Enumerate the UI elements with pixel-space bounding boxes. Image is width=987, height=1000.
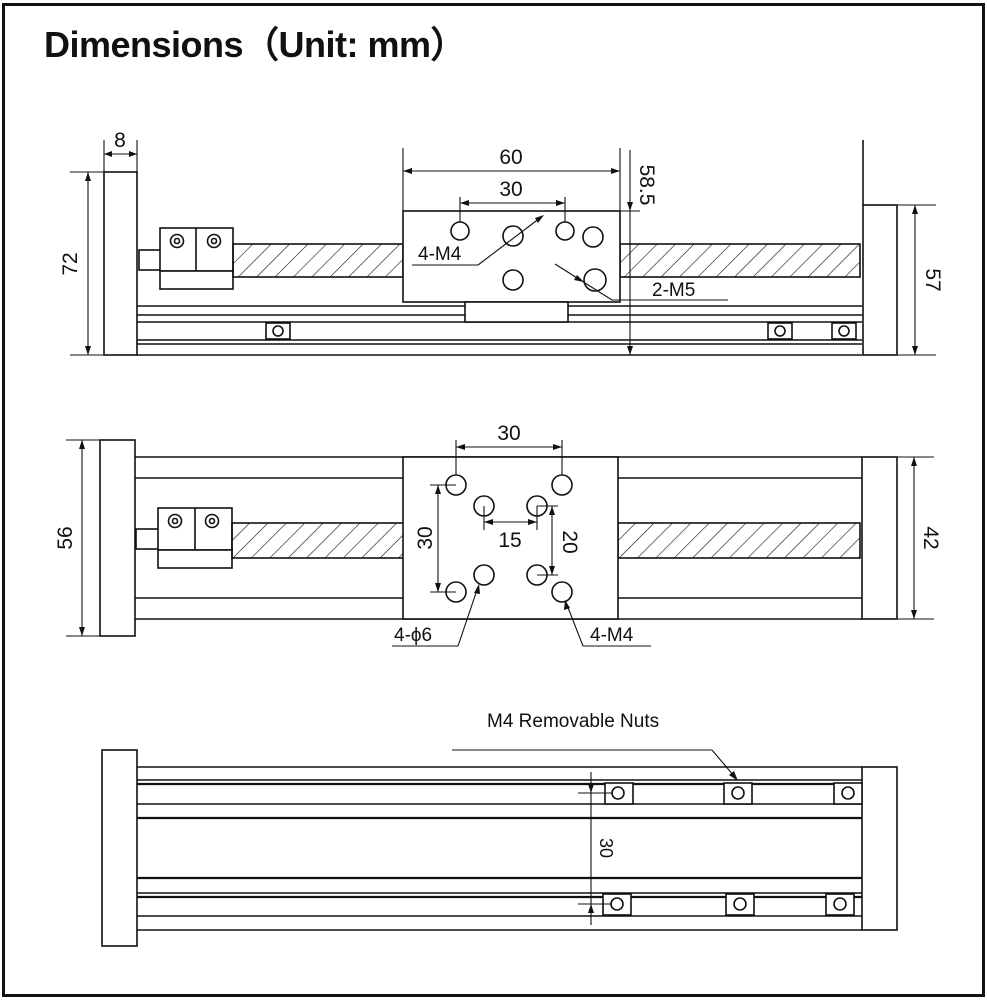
leader-4-m4: 4-M4: [412, 215, 544, 266]
drawing-frame: [2, 3, 985, 997]
removable-nut: [725, 893, 755, 916]
label-4-phi6: 4-ϕ6: [394, 625, 432, 646]
bottom-view: M4 Removable Nuts 30: [101, 711, 898, 947]
label-4-m4: 4-M4: [590, 625, 634, 646]
left-end-plate: [103, 171, 138, 356]
right-end-plate: [862, 204, 898, 356]
phi6-hole: [473, 564, 495, 586]
m5-hole: [502, 269, 524, 291]
dim-30-label: 30: [414, 526, 437, 549]
dim-72: 72: [59, 171, 137, 356]
leader-2-m5: 2-M5: [554, 263, 728, 301]
dim-72-label: 72: [59, 252, 82, 275]
label-4-m4: 4-M4: [418, 244, 462, 265]
dim-60: 60: [402, 146, 621, 211]
removable-nut: [604, 782, 634, 805]
dim-56: 56: [54, 439, 100, 637]
removable-nut: [833, 782, 863, 805]
leader-m4-nuts: M4 Removable Nuts: [452, 711, 738, 781]
dim-57: 57: [897, 204, 944, 356]
dim-42-label: 42: [919, 526, 942, 549]
middle-view: 30 56 42 30: [54, 422, 942, 647]
lead-screw-left: [231, 522, 405, 559]
dim-58-5: 58.5: [620, 150, 658, 355]
right-end-plate: [861, 766, 898, 931]
dim-56-label: 56: [54, 526, 77, 549]
lead-screw-right: [617, 522, 861, 559]
m4-hole: [551, 581, 573, 603]
lead-screw-left: [232, 243, 404, 278]
label-m4-removable-nuts: M4 Removable Nuts: [487, 711, 659, 732]
lead-screw-right: [619, 243, 861, 278]
dim-60-label: 60: [499, 146, 522, 169]
dim-30-label: 30: [596, 838, 616, 858]
dim-30-label: 30: [497, 422, 520, 445]
removable-nut: [602, 893, 632, 916]
removable-nut: [723, 782, 753, 805]
label-2-m5: 2-M5: [652, 280, 695, 301]
m4-hole: [450, 221, 470, 241]
dim-58-5-label: 58.5: [635, 165, 658, 206]
leader-4-phi6: 4-ϕ6: [392, 584, 480, 647]
leader-4-m4-middle: 4-M4: [564, 600, 651, 647]
removable-nut: [825, 893, 855, 916]
dim-30-middle-top: 30: [455, 422, 563, 475]
dim-15-label: 15: [498, 529, 521, 552]
dim-15: 15: [483, 506, 538, 552]
shaft-coupler: [138, 227, 234, 290]
dim-42: 42: [897, 456, 942, 620]
rail-nut: [265, 322, 291, 340]
rail-nut: [831, 322, 857, 340]
m5-hole: [583, 268, 607, 292]
shaft-coupler: [135, 507, 233, 569]
carriage-base: [464, 301, 569, 323]
m4-hole: [502, 225, 524, 247]
dim-30-middle-side: 30: [414, 484, 456, 593]
dim-30-label: 30: [499, 178, 522, 201]
top-view: 8 72 60 30: [59, 129, 944, 356]
dim-20-label: 20: [558, 530, 581, 553]
dim-30-top: 30: [459, 178, 566, 222]
dim-8-label: 8: [114, 129, 126, 152]
m4-hole: [582, 226, 604, 248]
m4-hole: [551, 474, 573, 496]
left-end-plate: [101, 749, 138, 947]
dim-30-bottom: 30: [578, 772, 616, 925]
dim-57-label: 57: [921, 268, 944, 291]
dim-20: 20: [537, 505, 581, 576]
page-title: Dimensions（Unit: mm）: [44, 24, 467, 65]
m4-hole: [555, 221, 575, 241]
left-end-plate: [99, 439, 136, 637]
rail-nut: [767, 322, 793, 340]
right-end-plate: [861, 456, 898, 620]
dim-8: 8: [103, 129, 138, 172]
